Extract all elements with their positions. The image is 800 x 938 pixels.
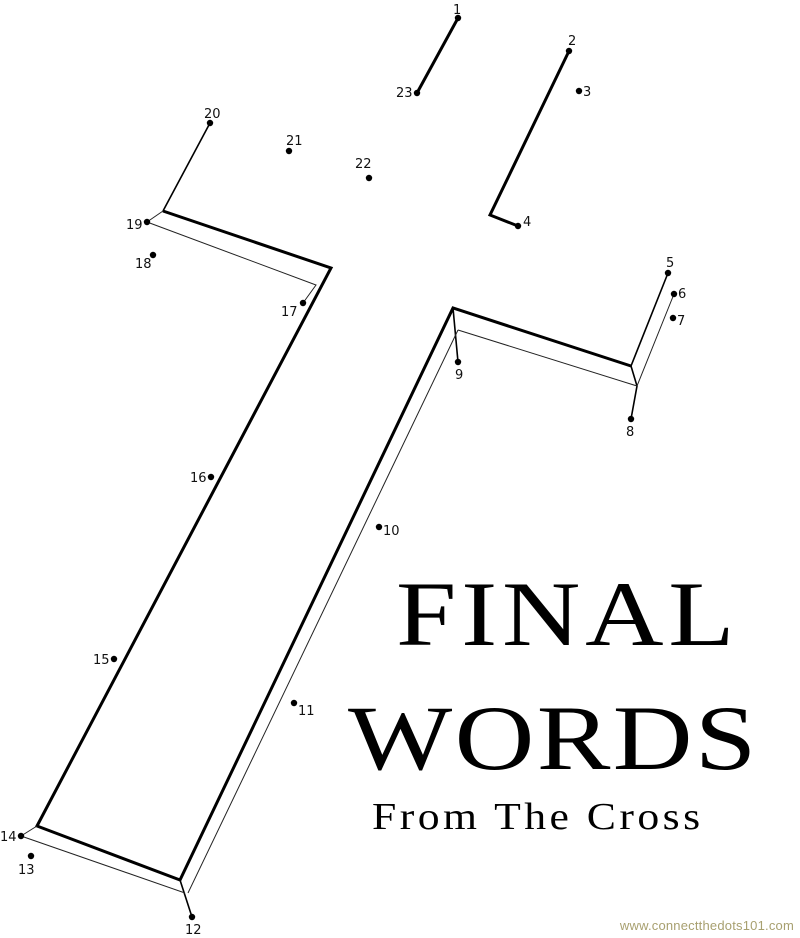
outline-segment bbox=[636, 293, 675, 387]
dot-23-marker[interactable] bbox=[413, 89, 421, 97]
dot-19-label: 19 bbox=[126, 218, 143, 233]
dot-9-marker[interactable] bbox=[454, 358, 462, 366]
outline-segment bbox=[457, 329, 638, 387]
outline-segment bbox=[34, 209, 632, 882]
dot-22-label: 22 bbox=[355, 157, 372, 172]
cross-outline-thin bbox=[20, 210, 675, 894]
dot-6-label: 6 bbox=[678, 287, 686, 302]
dot-17-marker[interactable] bbox=[299, 299, 307, 307]
dot-10-label: 10 bbox=[383, 524, 400, 539]
dot-7-label: 7 bbox=[677, 314, 685, 329]
dot-10-marker[interactable] bbox=[375, 523, 383, 531]
dot-15-marker[interactable] bbox=[110, 655, 118, 663]
dot-22-marker[interactable] bbox=[365, 174, 373, 182]
dot-11-marker[interactable] bbox=[290, 699, 298, 707]
title-words: WORDS bbox=[348, 687, 759, 789]
dot-20-marker[interactable] bbox=[206, 119, 214, 127]
dot-7-marker[interactable] bbox=[669, 314, 677, 322]
dot-21-marker[interactable] bbox=[285, 147, 293, 155]
dot-2-label: 2 bbox=[568, 34, 576, 49]
dot-12-marker[interactable] bbox=[188, 913, 196, 921]
outline-segment bbox=[179, 879, 193, 918]
dot-5-label: 5 bbox=[666, 256, 674, 271]
outline-segment bbox=[146, 210, 164, 223]
dot-21-label: 21 bbox=[286, 134, 303, 149]
dot-4-label: 4 bbox=[523, 215, 531, 230]
dot-20-label: 20 bbox=[204, 107, 221, 122]
outline-segment bbox=[20, 835, 186, 894]
dot-15-label: 15 bbox=[93, 653, 110, 668]
dot-16-label: 16 bbox=[190, 471, 207, 486]
dot-12-label: 12 bbox=[185, 923, 202, 938]
outline-segment bbox=[162, 122, 211, 212]
dot-2-marker[interactable] bbox=[565, 47, 573, 55]
outline-segment bbox=[630, 365, 638, 420]
outline-segment bbox=[187, 329, 459, 894]
dot-4-marker[interactable] bbox=[514, 222, 522, 230]
dot-9-label: 9 bbox=[455, 368, 463, 383]
dot-23-label: 23 bbox=[396, 86, 413, 101]
outline-segment bbox=[630, 272, 669, 367]
cross-outline-thick bbox=[34, 17, 632, 882]
dot-14-label: 14 bbox=[0, 830, 17, 845]
dot-16-marker[interactable] bbox=[207, 473, 215, 481]
dot-14-marker[interactable] bbox=[17, 832, 25, 840]
dot-1-label: 1 bbox=[453, 3, 461, 18]
footer-website-link[interactable]: www.connectthedots101.com bbox=[619, 918, 794, 933]
dot-3-label: 3 bbox=[583, 85, 591, 100]
dot-5-marker[interactable] bbox=[664, 269, 672, 277]
dot-3-marker[interactable] bbox=[575, 87, 583, 95]
outline-segment bbox=[487, 50, 571, 228]
dot-17-label: 17 bbox=[281, 305, 298, 320]
subtitle-from-the-cross: From The Cross bbox=[372, 796, 704, 838]
dot-13-label: 13 bbox=[18, 863, 35, 878]
dot-11-label: 11 bbox=[298, 704, 315, 719]
dot-18-label: 18 bbox=[135, 257, 152, 272]
dot-6-marker[interactable] bbox=[670, 290, 678, 298]
dot-1-marker[interactable] bbox=[454, 14, 462, 22]
title-final: FINAL bbox=[396, 563, 740, 665]
dot-8-marker[interactable] bbox=[627, 415, 635, 423]
dot-19-marker[interactable] bbox=[143, 218, 151, 226]
outline-segment bbox=[146, 221, 317, 304]
dot-8-label: 8 bbox=[626, 425, 634, 440]
dot-13-marker[interactable] bbox=[27, 852, 35, 860]
dot-18-marker[interactable] bbox=[149, 251, 157, 259]
outline-segment bbox=[415, 17, 460, 94]
